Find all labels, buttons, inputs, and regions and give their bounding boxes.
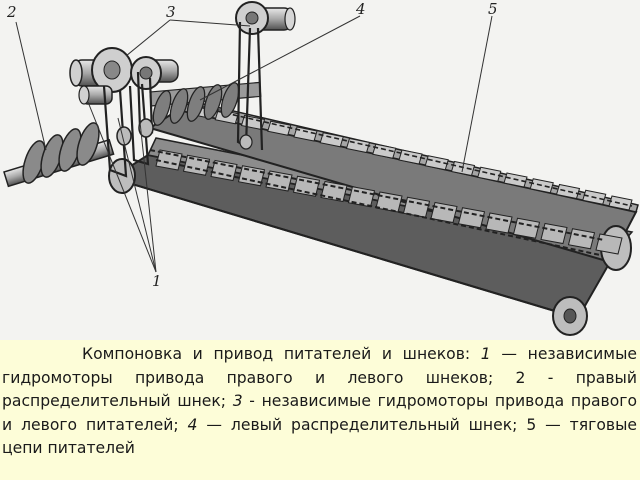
auger-hydraulic-motors: [69, 47, 133, 105]
caption-number-4: 4: [187, 415, 198, 434]
caption-number-5: 5: [526, 415, 537, 434]
caption-item-4: — левый распределительный шнек;: [197, 415, 527, 434]
caption-item-1: — независимые гидромоторы привода правог…: [2, 345, 637, 387]
caption-number-3: 3: [232, 392, 243, 410]
figure-caption: Компоновка и привод питателей и шнеков: …: [0, 340, 640, 480]
caption-text: Компоновка и привод питателей и шнеков: …: [2, 340, 637, 461]
caption-item-3: - независимые гидромоторы привода правог…: [2, 392, 637, 434]
callout-3: 3: [166, 3, 176, 21]
drive-sprockets: [116, 118, 253, 150]
caption-intro: Компоновка и привод питателей и шнеков:: [82, 345, 481, 363]
caption-item-2: - правый распределительный шнек;: [2, 368, 637, 411]
callout-1: 1: [152, 272, 162, 290]
feeder-hydraulic-motors: [130, 1, 296, 90]
right-distribution-auger: [3, 122, 115, 188]
leader-lines: [15, 15, 493, 273]
caption-number-2: 2: [515, 368, 526, 387]
callout-4: 4: [355, 0, 366, 18]
feeder-slats: [149, 103, 633, 256]
callout-5: 5: [488, 0, 498, 18]
caption-number-1: 1: [480, 345, 491, 363]
left-distribution-auger: [149, 81, 262, 126]
conveyor-diagram: 2 3 4 5 1: [0, 0, 640, 340]
caption-item-5: — тяговые цепи питателей: [2, 415, 637, 458]
callout-2: 2: [6, 3, 17, 21]
